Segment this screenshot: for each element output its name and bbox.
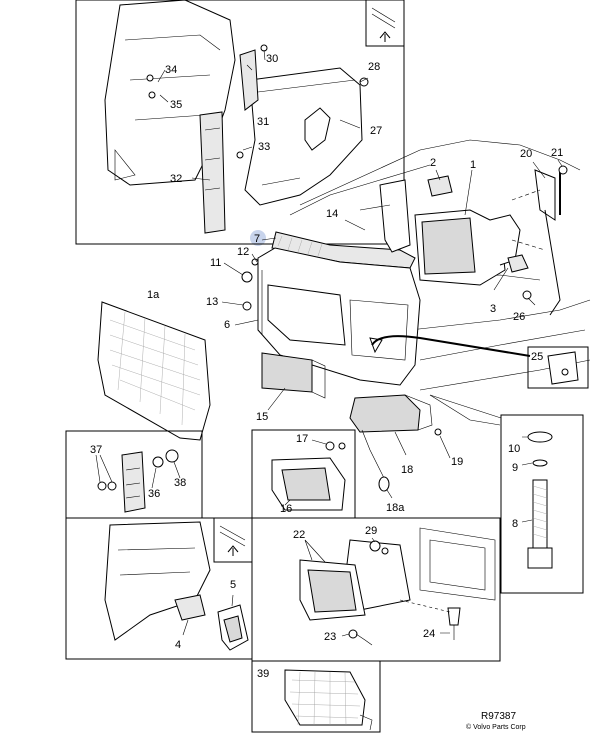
inset-4-5: 4 5 [65,517,253,660]
label-9: 9 [512,462,518,474]
label-3: 3 [490,303,496,315]
label-12: 12 [237,246,249,258]
lens-1a: 1a [97,289,211,441]
label-33: 33 [258,141,270,153]
label-38: 38 [174,477,186,489]
label-7: 7 [254,233,260,245]
label-4: 4 [175,639,181,651]
label-18: 18 [401,464,413,476]
label-22: 22 [293,529,305,541]
inset-panel-top-left: 30 28 27 31 33 32 34 35 [75,0,405,245]
drawing-reference: R97387 [481,711,516,722]
label-14: 14 [326,208,338,220]
label-19: 19 [451,456,463,468]
label-37: 37 [90,444,102,456]
label-35: 35 [170,99,182,111]
label-30: 30 [266,53,278,65]
label-26: 26 [513,311,525,323]
label-31: 31 [257,116,269,128]
label-8: 8 [512,518,518,530]
inset-16-17: 17 16 [251,429,356,519]
inset-part-25: 25 [527,346,589,389]
label-23: 23 [324,631,336,643]
label-1a: 1a [147,289,160,301]
label-29: 29 [365,525,377,537]
label-24: 24 [423,628,435,640]
inset-lens-39: 39 [251,660,381,733]
label-27: 27 [370,125,382,137]
label-34: 34 [165,64,177,76]
label-5: 5 [230,579,236,591]
label-32: 32 [170,173,182,185]
label-15: 15 [256,411,268,423]
label-10: 10 [508,443,520,455]
label-2: 2 [430,157,436,169]
inset-36-37-38: 37 36 38 [65,430,203,519]
label-20: 20 [520,148,532,160]
label-7-highlight [250,230,266,246]
label-6: 6 [224,319,230,331]
copyright-notice: © Volvo Parts Corp [466,723,526,731]
label-18a: 18a [386,502,405,514]
inset-fog-lamp: 22 29 23 24 [251,517,501,662]
headlight-housing: 7 12 11 13 6 15 14 2 1 3 20 21 26 18 19 … [206,147,568,514]
label-11: 11 [210,257,221,269]
label-25: 25 [531,351,543,363]
label-36: 36 [148,488,160,500]
label-17: 17 [296,433,308,445]
label-16: 16 [280,503,292,515]
label-39: 39 [257,668,269,680]
label-28: 28 [368,61,380,73]
inset-bolt-8-9-10: 10 9 8 [429,394,584,594]
label-13: 13 [206,296,218,308]
label-21: 21 [551,147,563,159]
label-1: 1 [470,159,476,171]
